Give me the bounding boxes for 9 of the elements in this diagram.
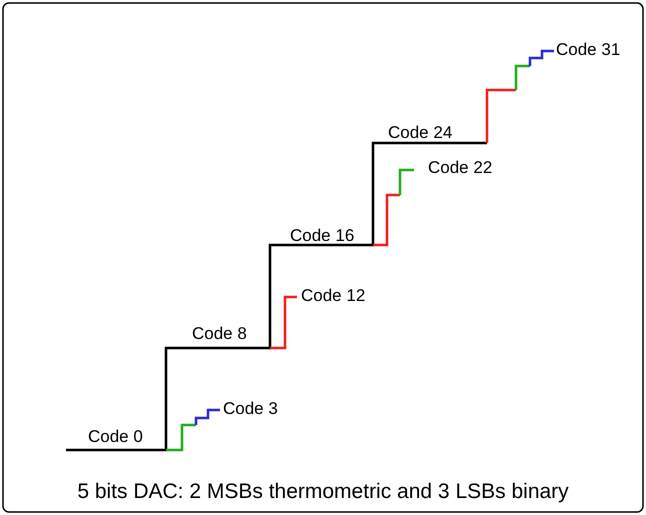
code-label: Code 12 [301, 286, 366, 306]
code-label: Code 31 [556, 40, 620, 60]
code-label: Code 24 [388, 123, 452, 143]
caption: 5 bits DAC: 2 MSBs thermometric and 3 LSBs binary [76, 480, 570, 504]
code-label: Code 0 [88, 427, 143, 447]
code-label: Code 8 [192, 324, 247, 344]
code-label: Code 16 [290, 226, 354, 246]
code-label: Code 3 [223, 399, 278, 419]
code-label: Code 22 [428, 158, 492, 178]
